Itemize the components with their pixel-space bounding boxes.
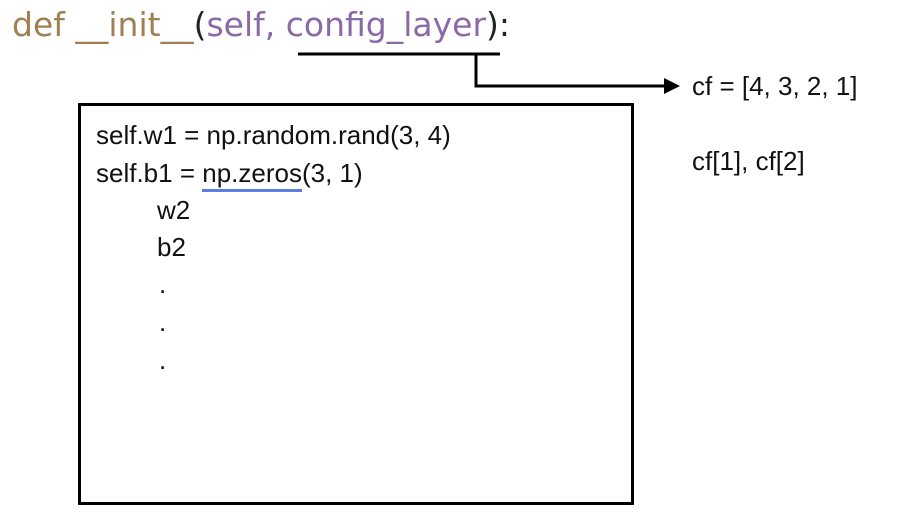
connector-arrow-line xyxy=(474,54,668,88)
def-keyword: def xyxy=(12,5,65,44)
code-line-b2: b2 xyxy=(157,232,186,262)
function-signature: def __init__(self, config_layer): xyxy=(12,2,510,48)
np-zeros-call: np.zeros xyxy=(202,158,302,192)
b1-assign: self.b1 = xyxy=(96,158,203,188)
side-note: cf[1], cf[2] xyxy=(692,146,805,176)
code-line-w2: w2 xyxy=(157,195,191,225)
ellipsis-dot-3: . xyxy=(159,345,167,375)
code-line-w1: self.w1 = np.random.rand(3, 4) xyxy=(96,120,451,150)
function-name: __init__ xyxy=(75,5,194,44)
arg-self: self, xyxy=(206,5,276,44)
arg-config-layer: config_layer xyxy=(285,5,487,44)
arrow-head xyxy=(664,78,680,94)
b1-args: (3, 1) xyxy=(301,158,363,188)
arrow-target-label: cf = [4, 3, 2, 1] xyxy=(692,71,858,101)
code-line-b1: self.b1 = np.zeros(3, 1) xyxy=(96,157,363,192)
ellipsis-dot-1: . xyxy=(159,269,167,299)
close-paren: ): xyxy=(486,5,511,44)
code-box: self.w1 = np.random.rand(3, 4) self.b1 =… xyxy=(78,103,634,505)
open-paren: ( xyxy=(193,5,207,44)
ellipsis-dot-2: . xyxy=(159,307,167,337)
